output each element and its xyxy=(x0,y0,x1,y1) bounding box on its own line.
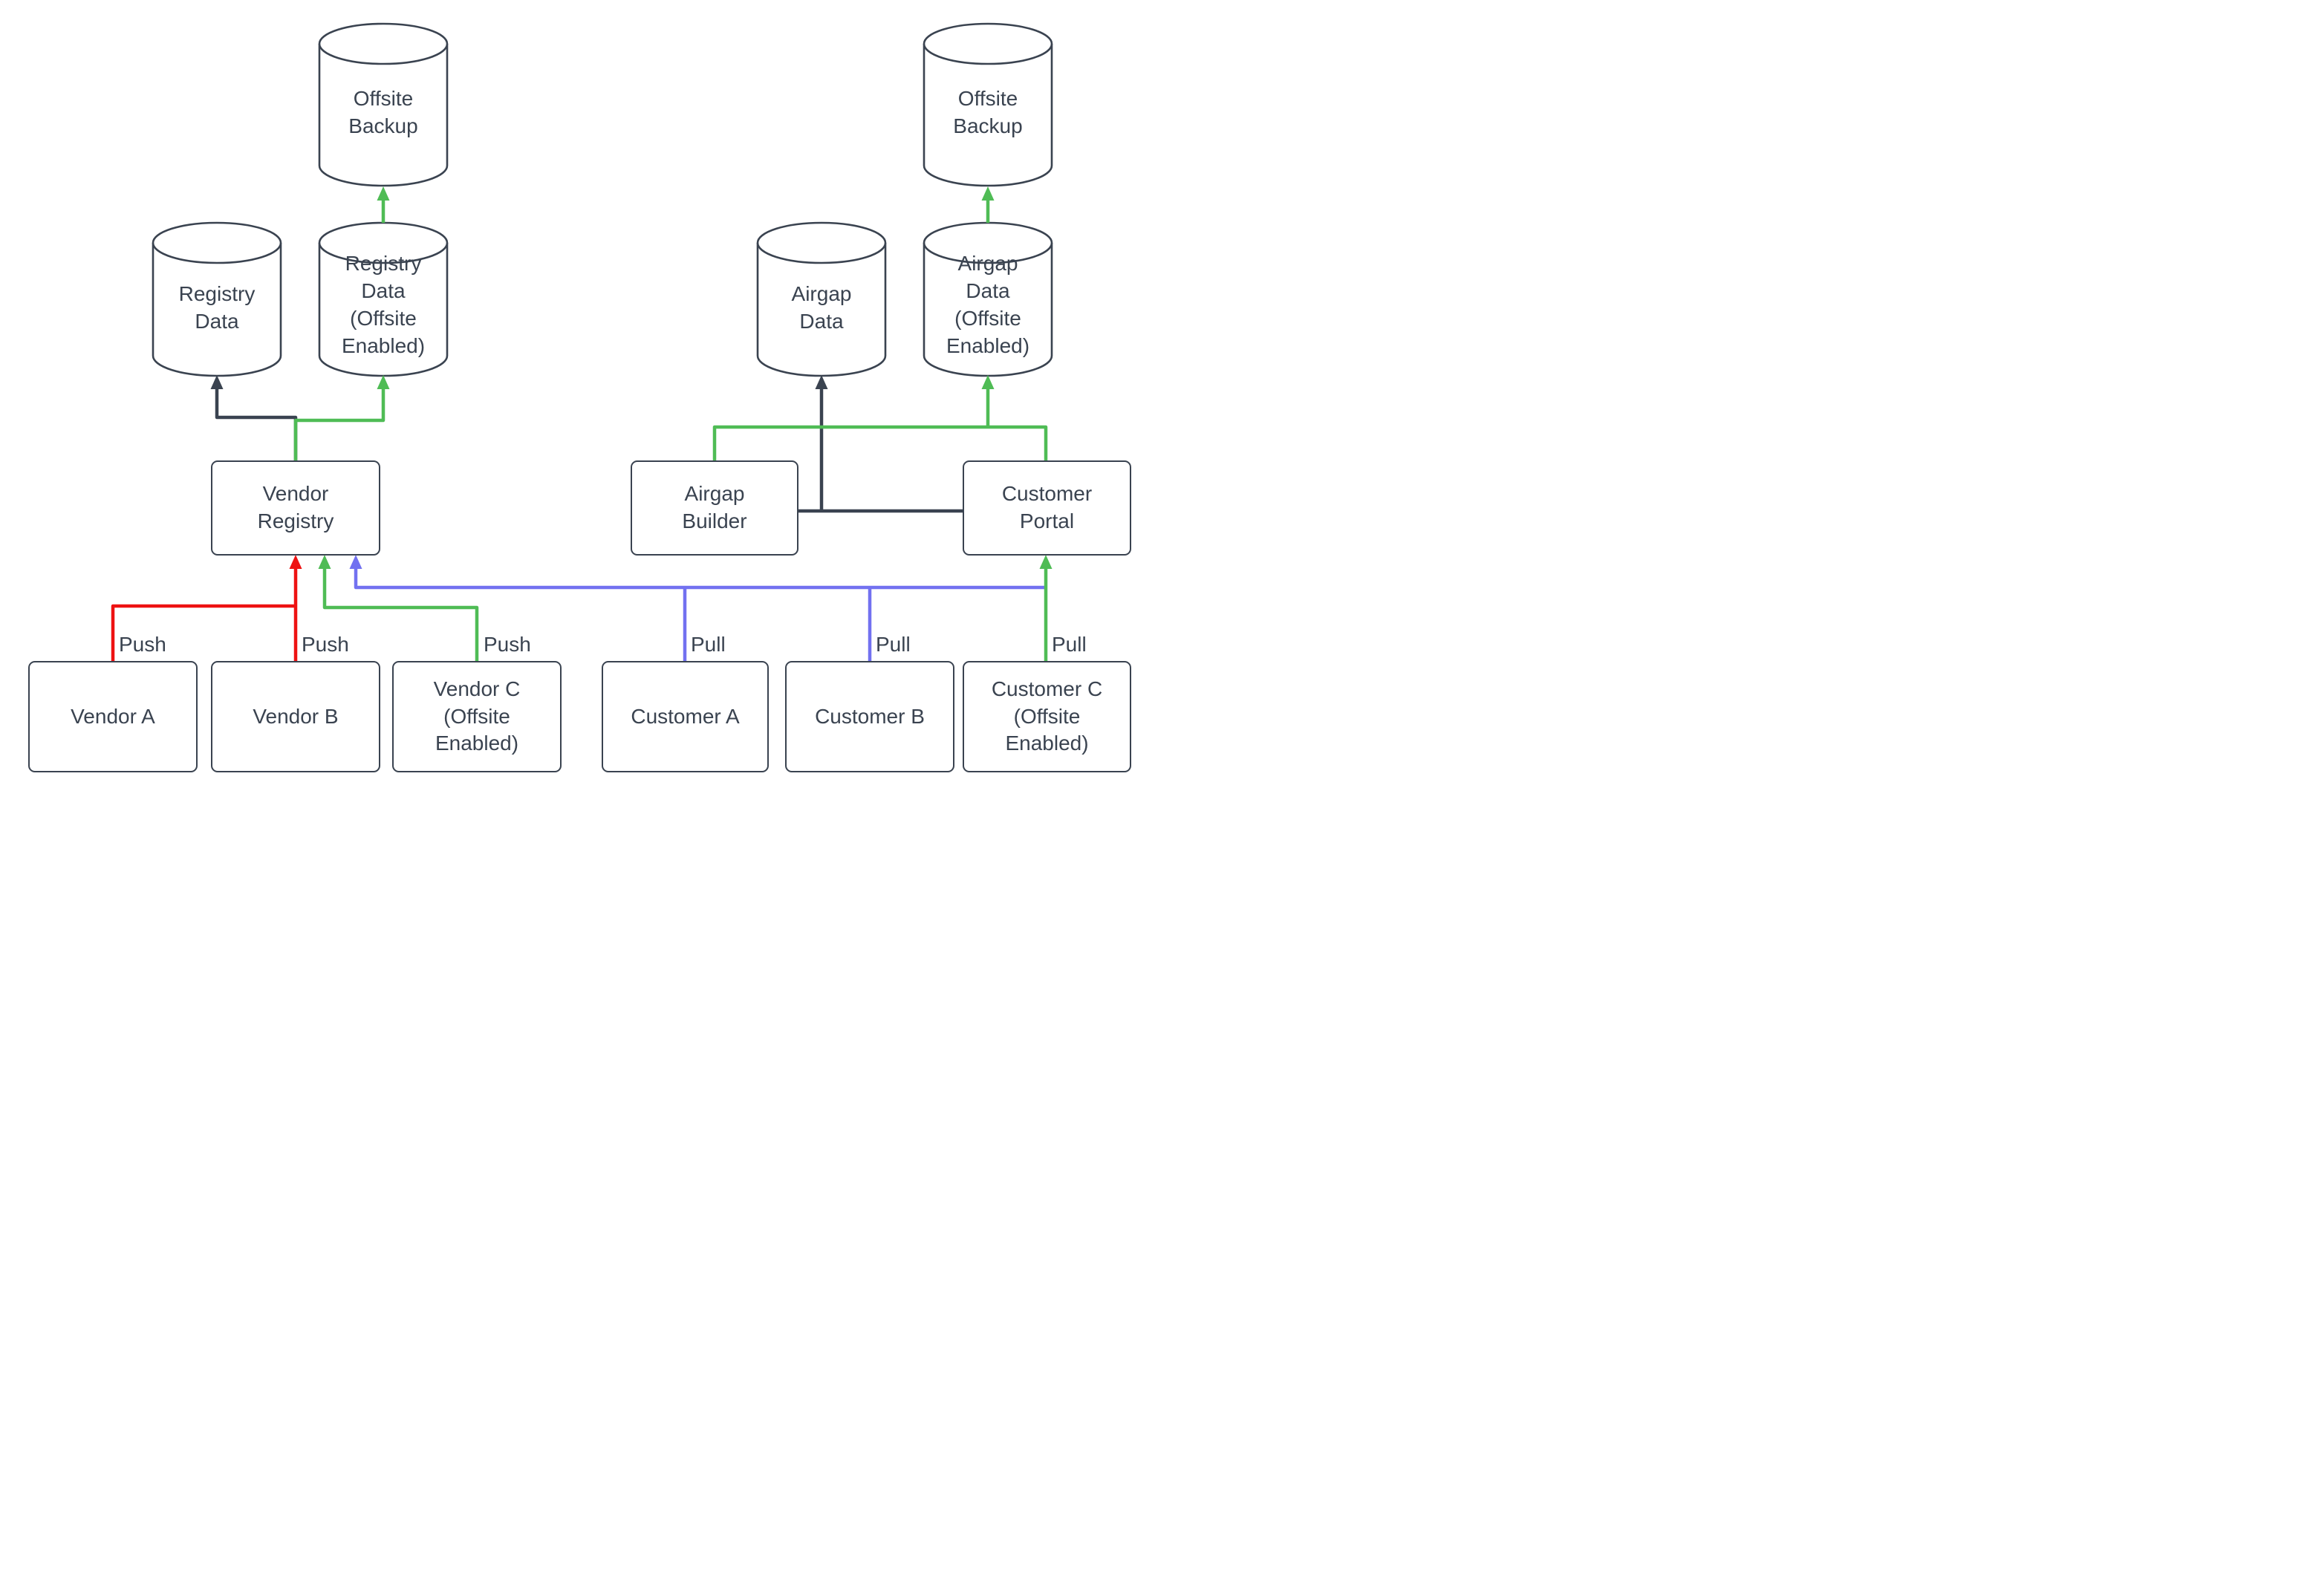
airgap-builder-box[interactable]: Airgap Builder xyxy=(631,460,798,556)
pull-label-customer-a[interactable]: Pull xyxy=(691,633,726,656)
cylinder-offsite-backup-left[interactable] xyxy=(318,22,449,187)
vendor-b-box[interactable]: Vendor B xyxy=(211,661,380,772)
vendor-a-box[interactable]: Vendor A xyxy=(28,661,198,772)
push-label-vendor-b[interactable]: Push xyxy=(302,633,349,656)
customer-a-box[interactable]: Customer A xyxy=(602,661,769,772)
vendor-registry-box[interactable]: Vendor Registry xyxy=(211,460,380,556)
arrowhead-up xyxy=(981,375,995,389)
edge-customer-c-pull[interactable] xyxy=(1039,555,1053,661)
cylinder-registry-data-offsite[interactable] xyxy=(318,221,449,377)
arrowhead-up xyxy=(377,375,390,389)
arrowhead-up xyxy=(815,375,828,389)
customer-c-box[interactable]: Customer C (Offsite Enabled) xyxy=(963,661,1131,772)
edge-builder-portal-to-airgap-data-offsite[interactable] xyxy=(712,375,1048,460)
edge-pull-to-vendor-registry[interactable] xyxy=(349,555,1045,590)
push-label-vendor-c[interactable]: Push xyxy=(484,633,531,656)
edge-vendor-registry-to-registry-data[interactable] xyxy=(210,375,298,460)
edge-to-airgap-data[interactable] xyxy=(815,375,828,511)
arrowhead-up xyxy=(981,186,995,201)
customer-b-box[interactable]: Customer B xyxy=(785,661,954,772)
pull-label-customer-c[interactable]: Pull xyxy=(1052,633,1087,656)
cylinder-offsite-backup-right[interactable] xyxy=(923,22,1053,187)
customer-portal-box[interactable]: Customer Portal xyxy=(963,460,1131,556)
arrowhead-up xyxy=(349,555,362,569)
arrowhead-up xyxy=(210,375,224,389)
edge-vendor-registry-to-registry-data-offsite[interactable] xyxy=(293,375,390,460)
cylinder-airgap-data[interactable] xyxy=(756,221,887,377)
vendor-c-box[interactable]: Vendor C (Offsite Enabled) xyxy=(392,661,562,772)
push-label-vendor-a[interactable]: Push xyxy=(119,633,166,656)
arrowhead-up xyxy=(1039,555,1053,569)
arrowhead-up xyxy=(289,555,302,569)
edge-registry-offsite-to-offsite-backup[interactable] xyxy=(377,186,390,223)
arrowhead-up xyxy=(318,555,331,569)
edge-vendor-b-push[interactable] xyxy=(289,555,302,661)
edge-airgap-offsite-to-offsite-backup[interactable] xyxy=(981,186,995,223)
cylinder-registry-data[interactable] xyxy=(152,221,282,377)
edge-vendor-c-push[interactable] xyxy=(318,555,479,661)
diagram-canvas: Offsite Backup Registry Data Registry Da… xyxy=(0,0,1156,798)
arrowhead-up xyxy=(377,186,390,201)
pull-label-customer-b[interactable]: Pull xyxy=(876,633,911,656)
cylinder-airgap-data-offsite[interactable] xyxy=(923,221,1053,377)
edge-vendor-a-push[interactable] xyxy=(111,604,296,661)
